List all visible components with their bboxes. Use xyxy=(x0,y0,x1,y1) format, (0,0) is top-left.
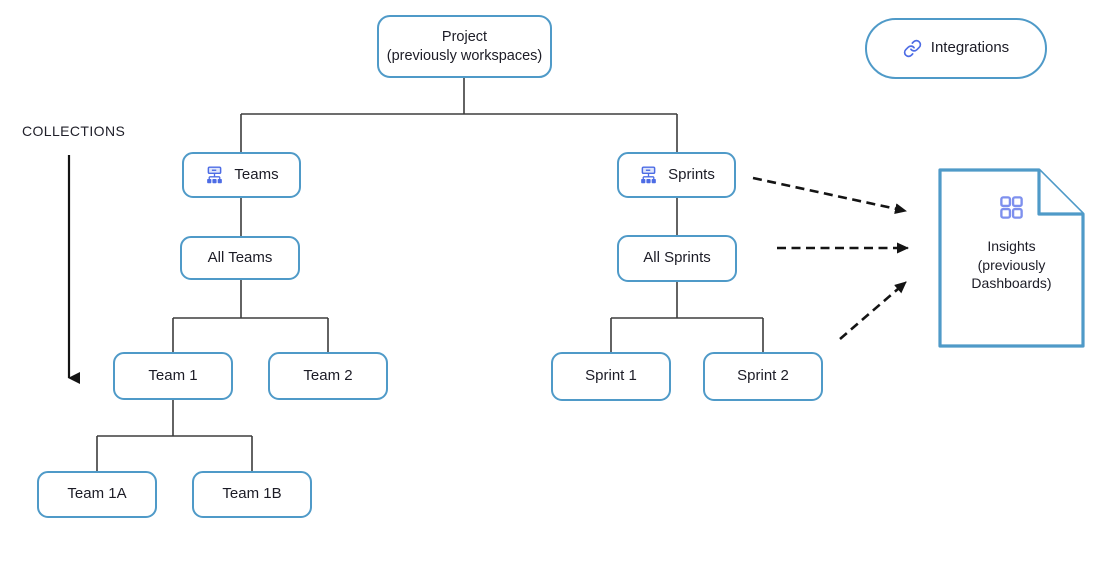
diagram-node-insights: Insights (previously Dashboards) xyxy=(938,168,1085,348)
all-sprints-label: All Sprints xyxy=(643,249,711,267)
diagram-node-sprint1: Sprint 1 xyxy=(551,352,671,401)
team2-label: Team 2 xyxy=(303,366,353,384)
sprint1-label: Sprint 1 xyxy=(585,367,637,385)
diagram-node-sprints: Sprints xyxy=(617,152,736,198)
diagram-node-team1a: Team 1A xyxy=(37,471,157,518)
team1a-label: Team 1A xyxy=(67,485,127,503)
dashed-arrow-sprints-to-insights xyxy=(752,176,907,215)
sprints-label: Sprints xyxy=(668,165,715,183)
dashed-arrow-sprint2-to-insights xyxy=(839,281,907,340)
teams-label: Teams xyxy=(234,165,279,183)
project-label: Project xyxy=(441,28,488,45)
diagram-node-project: Project (previously workspaces) xyxy=(377,15,552,78)
diagram-node-integrations: Integrations xyxy=(865,18,1047,79)
document-shape xyxy=(938,168,1085,348)
team1-label: Team 1 xyxy=(148,366,198,384)
sprint2-label: Sprint 2 xyxy=(737,367,789,385)
grid-icon xyxy=(998,194,1025,226)
diagram-node-team1: Team 1 xyxy=(113,352,233,400)
all-teams-label: All Teams xyxy=(207,248,273,266)
team1b-label: Team 1B xyxy=(222,485,282,503)
diagram-node-all-sprints: All Sprints xyxy=(617,235,737,282)
insights-label: Insights (previously Dashboards) xyxy=(971,238,1052,291)
tree-connectors xyxy=(96,78,764,471)
collections-label: COLLECTIONS xyxy=(22,123,126,139)
diagram-node-team1b: Team 1B xyxy=(192,471,312,518)
project-sublabel: (previously workspaces) xyxy=(386,48,543,64)
diagram-node-team2: Team 2 xyxy=(268,352,388,400)
link-icon xyxy=(903,39,922,58)
diagram-node-teams: Teams xyxy=(182,152,301,198)
org-chart-icon xyxy=(638,165,659,186)
org-chart-icon xyxy=(204,165,225,186)
diagram-node-all-teams: All Teams xyxy=(180,236,300,280)
diagram-node-sprint2: Sprint 2 xyxy=(703,352,823,401)
integrations-label: Integrations xyxy=(930,39,1010,57)
